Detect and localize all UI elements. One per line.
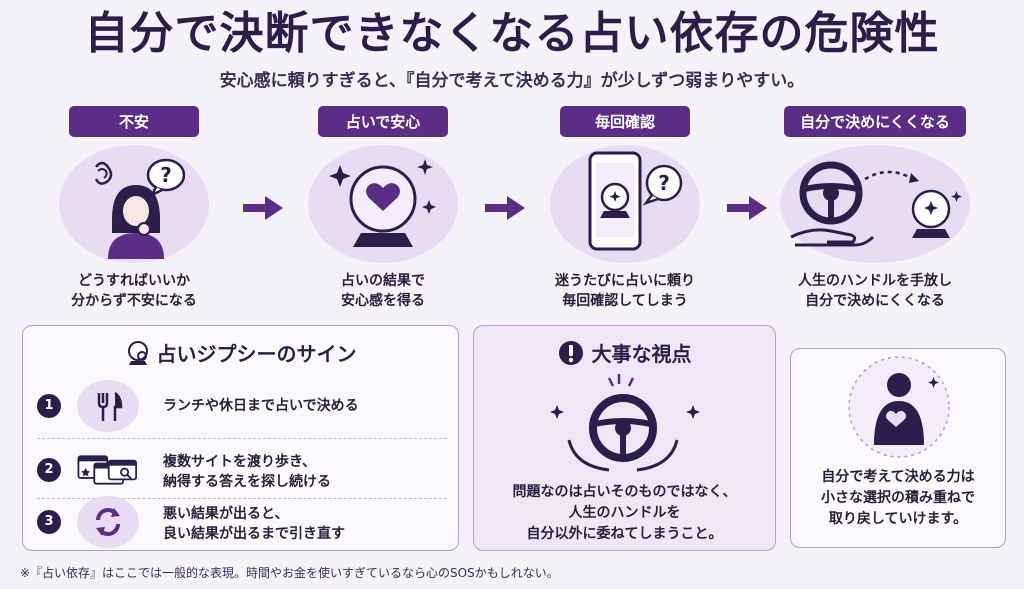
divider: [37, 438, 447, 439]
step-illustration: ?: [550, 145, 700, 263]
steering-wheel-icon: [790, 161, 962, 247]
step-illustration: [308, 145, 458, 263]
step-description: 人生のハンドルを手放し 自分で決めにくくなる: [798, 273, 952, 309]
point-title: 大事な視点: [474, 338, 775, 367]
sign-item: 3 悪い結果が出ると、 良い結果が出るまで引き直す: [37, 496, 447, 548]
step-label: 毎回確認: [560, 106, 690, 137]
fork-knife-icon: [97, 391, 123, 421]
page-subtitle: 安心感に頼りすぎると、『自分で考えて決める力』が少しずつ弱まりやすい。: [219, 71, 805, 91]
exclamation-icon: [558, 341, 583, 365]
step-label: 不安: [69, 106, 199, 137]
sign-number: 1: [37, 394, 61, 418]
sign-text: 悪い結果が出ると、 良い結果が出るまで引き直す: [163, 506, 345, 542]
step-description: 占いの結果で 安心感を得る: [341, 273, 425, 309]
signs-title: 占いジプシーのサイン: [23, 338, 458, 367]
smartphone-icon: ?: [588, 151, 683, 251]
svg-text:?: ?: [160, 163, 172, 187]
sign-item: 2 複数サイトを渡り歩き、 納得する答えを探し続ける: [37, 444, 447, 496]
footnote: ※『占い依存』はここでは一般的な表現。時間やお金を使いすぎているなら心のSOSか…: [20, 566, 559, 580]
page-title: 自分で決断できなくなる占い依存の危険性: [84, 8, 940, 59]
point-description: 問題なのは占いそのものではなく、 人生のハンドルを 自分以外に委ねてしまうこと。: [512, 484, 737, 542]
browser-windows-icon: [77, 455, 138, 485]
crystal-ball-icon: [127, 341, 148, 365]
sign-number: 2: [37, 458, 61, 482]
advice-text: 自分で考えて決める力は 小さな選択の積み重ねで 取り戻していけます。: [821, 469, 975, 527]
step-fortune-relief: 占いで安心 占いの結果で 安心感を得る: [283, 106, 483, 311]
sign-illustration: [77, 496, 139, 548]
svg-text:?: ?: [658, 171, 670, 195]
step-description: どうすればいいか 分からず不安になる: [71, 273, 197, 309]
worried-person-icon: ?: [94, 158, 186, 259]
sign-illustration: [77, 380, 139, 432]
step-repeated-checking: 毎回確認 ? 迷うたびに占いに頼り 毎回確認してしまう: [525, 106, 725, 311]
sign-item: 1 ランチや休日まで占いで決める: [37, 380, 447, 432]
arrow-right-icon: [485, 196, 525, 220]
gypsy-signs-panel: 占いジプシーのサイン 1 ランチや休日まで占いで決める 2: [22, 325, 459, 551]
divider: [37, 498, 447, 499]
crystal-ball-icon: [329, 159, 436, 247]
sign-illustration: [77, 444, 139, 496]
step-label: 占いで安心: [318, 106, 448, 137]
arrow-right-icon: [243, 196, 283, 220]
steering-wheel-icon: [550, 374, 700, 472]
step-illustration: [780, 145, 970, 263]
arrow-right-icon: [727, 196, 767, 220]
step-hard-to-decide: 自分で決めにくくなる 人生のハンドルを手放し 自分で決めにくくなる: [775, 106, 975, 311]
step-description: 迷うたびに占いに頼り 毎回確認してしまう: [555, 273, 695, 309]
sign-number: 3: [37, 510, 61, 534]
person-heart-icon: [848, 356, 950, 458]
important-point-panel: 大事な視点 問題なのは占いそのものではなく、 人生のハンドルを 自分以外に委ねて…: [473, 325, 776, 551]
step-illustration: ?: [59, 145, 209, 263]
advice-panel: 自分で考えて決める力は 小さな選択の積み重ねで 取り戻していけます。: [790, 348, 1006, 548]
sign-text: ランチや休日まで占いで決める: [163, 398, 359, 414]
refresh-icon: [96, 508, 120, 536]
sign-text: 複数サイトを渡り歩き、 納得する答えを探し続ける: [163, 454, 331, 490]
step-anxiety: 不安 ? どうすればいいか 分からず不安になる: [34, 106, 234, 311]
step-label: 自分で決めにくくなる: [784, 106, 966, 137]
